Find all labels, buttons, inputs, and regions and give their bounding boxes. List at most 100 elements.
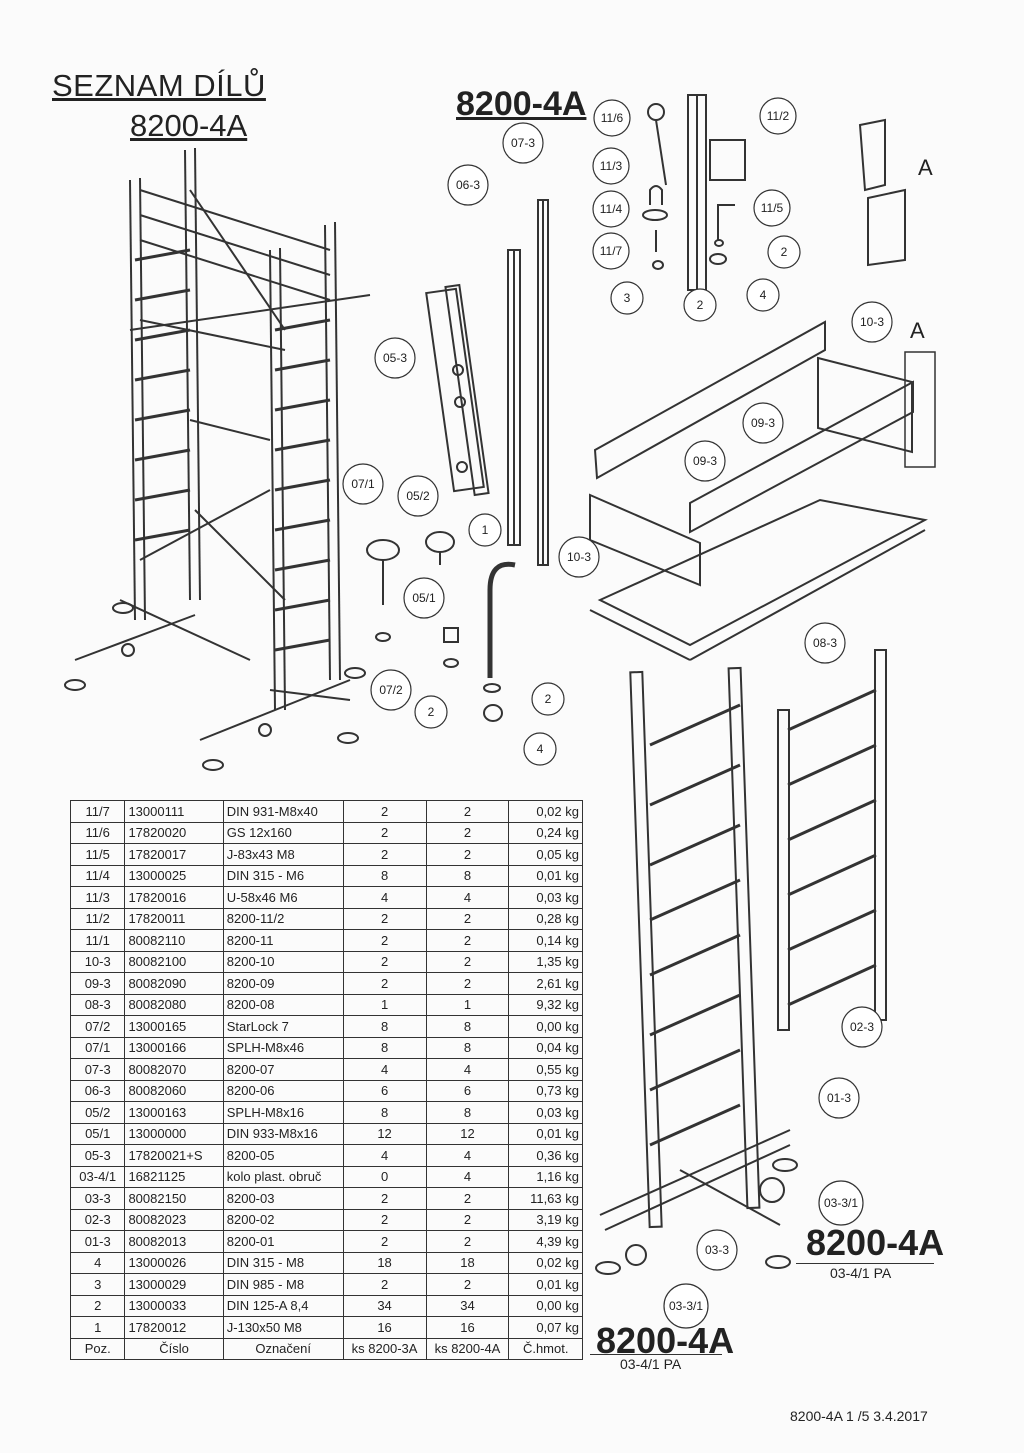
svg-text:07/1: 07/1 [351,477,375,491]
callout-05-3: 05-3 [374,337,416,379]
cell-poz: 05/2 [69,1101,126,1124]
svg-text:03-3: 03-3 [705,1243,729,1257]
svg-text:03-3/1: 03-3/1 [824,1196,858,1210]
cell-ks-3a: 2 [342,1208,427,1231]
cell-weight: 0,03 kg [508,886,583,909]
cell-poz: 1 [69,1316,126,1339]
cell-poz: 02-3 [69,1208,126,1231]
svg-text:4: 4 [760,288,767,302]
cell-ks-3a: 2 [342,972,427,995]
cell-weight: 0,02 kg [508,800,583,823]
cell-oznaceni: StarLock 7 [222,1015,344,1038]
cell-cislo: 80082023 [124,1208,224,1231]
svg-text:07-3: 07-3 [511,136,535,150]
svg-text:05/1: 05/1 [412,591,436,605]
cell-oznaceni: DIN 315 - M6 [222,864,344,887]
cell-weight: 0,00 kg [508,1015,583,1038]
cell-ks-3a: 16 [342,1316,427,1339]
cell-poz: 01-3 [69,1230,126,1253]
cell-weight: 0,55 kg [508,1058,583,1081]
cell-ks-4a: 12 [425,1122,510,1145]
cell-ks-4a: 4 [425,886,510,909]
cell-weight: 0,36 kg [508,1144,583,1167]
header-ks-8200-4a: ks 8200-4A [425,1337,510,1360]
cell-poz: 11/5 [69,843,126,866]
cell-weight: 3,19 kg [508,1208,583,1231]
cell-ks-4a: 4 [425,1165,510,1188]
cell-ks-4a: 16 [425,1316,510,1339]
model-subtitle: 8200-4A [130,108,248,143]
cell-oznaceni: 8200-08 [222,993,344,1016]
cell-cislo: 80082013 [124,1230,224,1253]
callout-07-1: 07/1 [342,463,384,505]
cell-cislo: 13000025 [124,864,224,887]
cell-ks-3a: 6 [342,1079,427,1102]
cell-oznaceni: 8200-03 [222,1187,344,1210]
cell-cislo: 13000026 [124,1251,224,1274]
cell-poz: 11/6 [69,821,126,844]
cell-ks-4a: 2 [425,1273,510,1296]
cell-poz: 11/7 [69,800,126,823]
cell-weight: 0,05 kg [508,843,583,866]
cell-weight: 0,01 kg [508,864,583,887]
cell-cislo: 13000033 [124,1294,224,1317]
frames-drawing [595,649,887,1275]
cell-poz: 08-3 [69,993,126,1016]
cell-weight: 11,63 kg [508,1187,583,1210]
cell-poz: 11/2 [69,907,126,930]
cell-cislo: 80082070 [124,1058,224,1081]
cell-poz: 10-3 [69,950,126,973]
cell-cislo: 17820011 [124,907,224,930]
cell-oznaceni: 8200-11 [222,929,344,952]
callout-3: 3 [610,281,644,315]
cell-cislo: 17820016 [124,886,224,909]
callout-2: 2 [414,695,448,729]
cell-ks-4a: 2 [425,907,510,930]
callout-2: 2 [683,288,717,322]
cell-ks-4a: 2 [425,950,510,973]
cell-cislo: 80082060 [124,1079,224,1102]
cell-weight: 0,01 kg [508,1122,583,1145]
cell-ks-4a: 1 [425,993,510,1016]
cell-oznaceni: 8200-11/2 [222,907,344,930]
cell-oznaceni: SPLH-M8x16 [222,1101,344,1124]
cell-cislo: 13000166 [124,1036,224,1059]
cell-ks-4a: 8 [425,1036,510,1059]
callout-09-3: 09-3 [684,440,726,482]
cell-oznaceni: 8200-05 [222,1144,344,1167]
cell-weight: 0,14 kg [508,929,583,952]
cell-poz: 05/1 [69,1122,126,1145]
cell-ks-3a: 2 [342,1187,427,1210]
svg-text:11/5: 11/5 [761,201,784,215]
cell-cislo: 17820012 [124,1316,224,1339]
cell-ks-4a: 6 [425,1079,510,1102]
cell-cislo: 17820020 [124,821,224,844]
header-cislo: Číslo [124,1337,224,1360]
cell-cislo: 17820017 [124,843,224,866]
svg-text:07/2: 07/2 [379,683,403,697]
cell-poz: 03-3 [69,1187,126,1210]
cell-cislo: 13000111 [124,800,224,823]
callout-11-4: 11/4 [592,190,630,228]
cell-oznaceni: DIN 315 - M8 [222,1251,344,1274]
svg-text:10-3: 10-3 [567,550,591,564]
svg-text:4: 4 [537,742,544,756]
callout-2: 2 [767,235,801,269]
svg-text:05-3: 05-3 [383,351,407,365]
cell-weight: 0,04 kg [508,1036,583,1059]
svg-text:11/4: 11/4 [600,202,623,216]
cell-oznaceni: kolo plast. obruč [222,1165,344,1188]
cell-ks-4a: 4 [425,1058,510,1081]
detail-label-a: A [910,318,925,343]
